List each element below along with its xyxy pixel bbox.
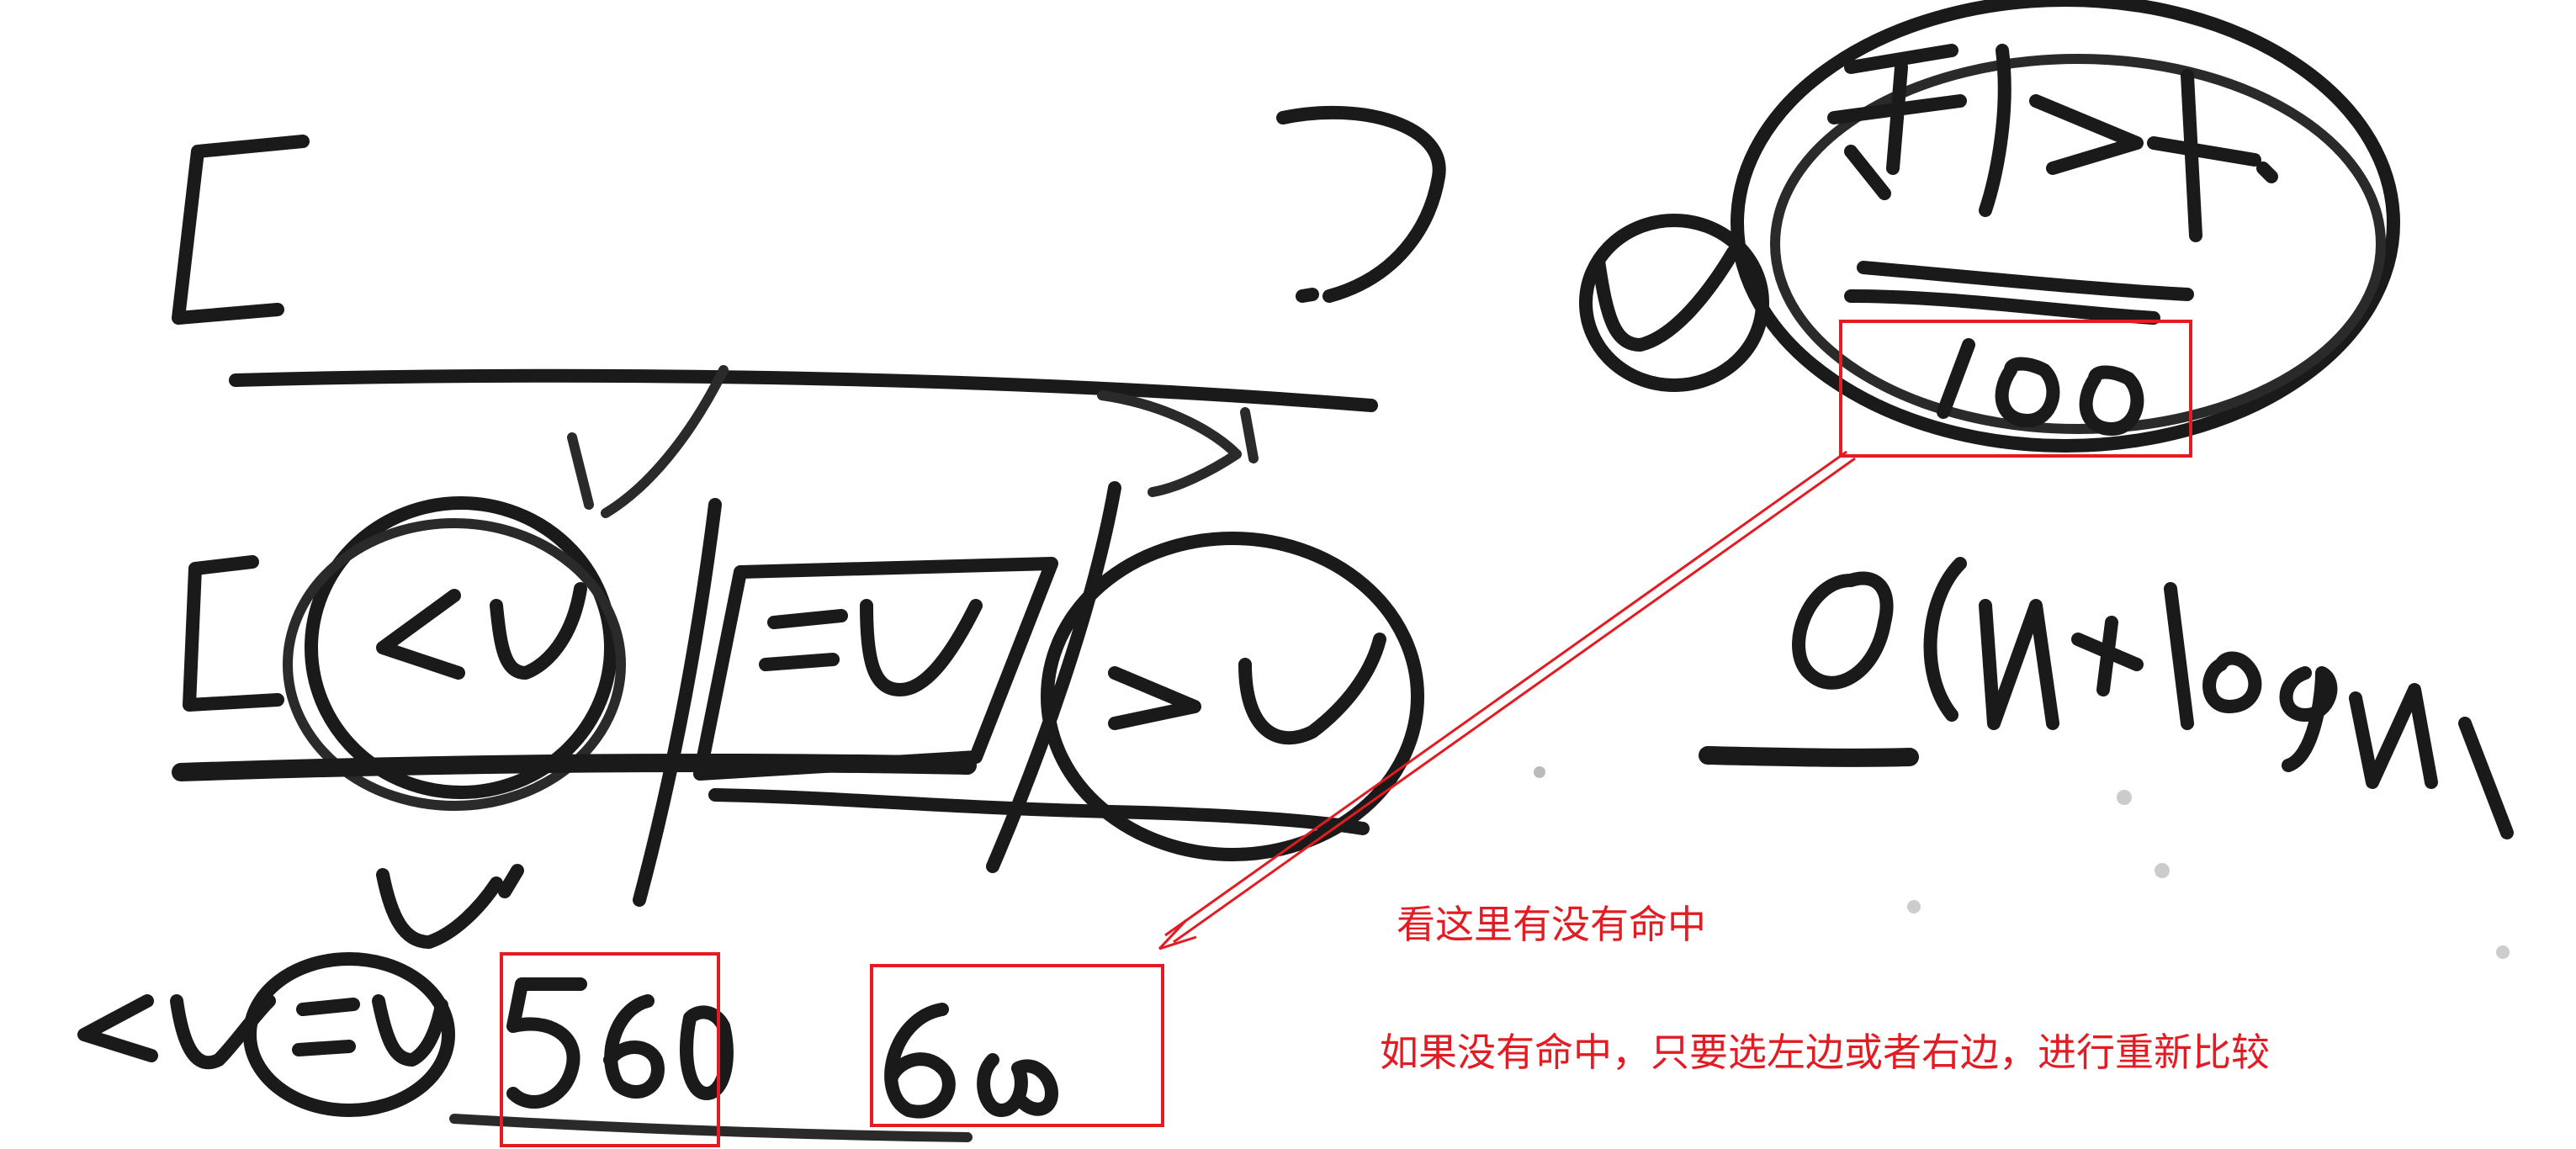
pool-circle-inner (1770, 54, 2386, 434)
split-arrow-right (1097, 390, 1259, 497)
v-prime-glyph (376, 864, 524, 949)
equal-v-box (693, 557, 1058, 781)
faint-dot (2117, 790, 2132, 805)
equal-v-glyph (759, 599, 983, 696)
number-560-glyph (506, 977, 734, 1109)
faint-dot (2155, 863, 2170, 878)
partition-underline-2 (708, 788, 1370, 835)
partition-divider-2 (986, 481, 1121, 873)
less-than-v-circle (305, 496, 617, 799)
less-than-v-glyph (376, 582, 587, 680)
left-bracket-stroke (172, 135, 310, 325)
bottom-equal-v-circle (243, 952, 455, 1117)
complexity-underline (1699, 746, 1919, 767)
faint-dot (1907, 900, 1921, 913)
greater-than-v-glyph (1108, 633, 1386, 745)
right-bracket-stroke (1276, 105, 1446, 303)
number-100-glyph (1937, 338, 2144, 436)
connector-arrow (1164, 450, 1856, 944)
annotation-check-hit: 看这里有没有命中 (1397, 902, 1706, 947)
bottom-equal-v-glyph (292, 994, 448, 1067)
complexity-glyph (1792, 557, 2514, 839)
partition-bracket-stroke (183, 555, 284, 712)
number-600-glyph (884, 1003, 1058, 1119)
faint-dot (1534, 766, 1545, 778)
highlight-box-100 (1839, 320, 2192, 458)
v-glyph (1592, 246, 1740, 352)
highlight-box-560 (500, 952, 720, 1147)
bottom-less-than-glyph (77, 994, 276, 1070)
connector-arrowhead (1158, 919, 1197, 950)
array-line-stroke (229, 368, 1378, 412)
pool-circle (1731, 0, 2400, 453)
pool-chars-glyph (1827, 44, 2278, 242)
pool-underline (1844, 261, 2194, 325)
faint-dot (2496, 945, 2510, 959)
annotation-if-miss: 如果没有命中，只要选左边或者右边，进行重新比较 (1380, 1030, 2270, 1075)
partition-divider-1 (633, 498, 722, 907)
split-arrow-left (567, 365, 729, 518)
partition-underline (172, 753, 977, 781)
greater-than-v-circle (1041, 532, 1424, 861)
less-than-v-circle-outer (283, 518, 626, 811)
bottom-underline (449, 1114, 973, 1142)
highlight-box-600 (870, 964, 1164, 1127)
